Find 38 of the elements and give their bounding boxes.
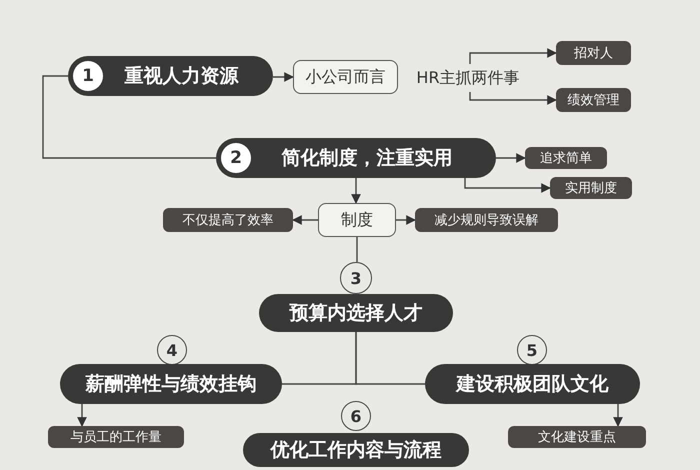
tag-label: 招对人 bbox=[556, 41, 631, 65]
connector-line bbox=[355, 332, 425, 385]
step-number: 2 bbox=[221, 143, 251, 173]
arrow bbox=[464, 178, 551, 193]
connector-line bbox=[356, 237, 358, 262]
arrow bbox=[613, 404, 623, 427]
tag-label: 绩效管理 bbox=[556, 88, 631, 112]
step-pill: 建设积极团队文化 bbox=[425, 364, 640, 404]
tag-label: 减少规则导致误解 bbox=[415, 208, 558, 232]
step-pill: 预算内选择人才 bbox=[259, 294, 453, 332]
step-pill bbox=[216, 138, 496, 178]
step-pill: 薪酬弹性与绩效挂钩 bbox=[60, 364, 282, 404]
arrow bbox=[469, 48, 557, 64]
tag-label: 实用制度 bbox=[550, 177, 632, 199]
tag-label: 与员工的工作量 bbox=[48, 426, 184, 448]
arrow bbox=[469, 92, 557, 105]
tag-label: 追求简单 bbox=[525, 147, 607, 169]
step-number-circle: 4 bbox=[157, 335, 187, 365]
connector-line bbox=[42, 75, 216, 159]
step-title: 重视人力资源 bbox=[124, 64, 238, 89]
outlined-box: 小公司而言 bbox=[293, 60, 398, 94]
tag-label: 不仅提高了效率 bbox=[163, 208, 293, 232]
arrow bbox=[351, 178, 361, 204]
step-number-circle: 5 bbox=[517, 335, 547, 365]
step-pill bbox=[68, 56, 273, 96]
step-number: 1 bbox=[73, 61, 103, 91]
step-number-circle: 6 bbox=[341, 401, 371, 431]
arrow bbox=[77, 404, 87, 427]
node-text: HR主抓两件事 bbox=[410, 64, 526, 92]
outlined-box: 制度 bbox=[318, 203, 396, 237]
step-number-circle: 3 bbox=[340, 262, 372, 294]
tag-label: 文化建设重点 bbox=[508, 426, 646, 448]
step-title: 简化制度，注重实用 bbox=[280, 146, 452, 171]
arrow bbox=[496, 153, 526, 163]
arrow bbox=[396, 215, 416, 225]
step-pill: 优化工作内容与流程 bbox=[243, 433, 469, 467]
arrow bbox=[273, 72, 294, 82]
arrow bbox=[292, 215, 318, 225]
